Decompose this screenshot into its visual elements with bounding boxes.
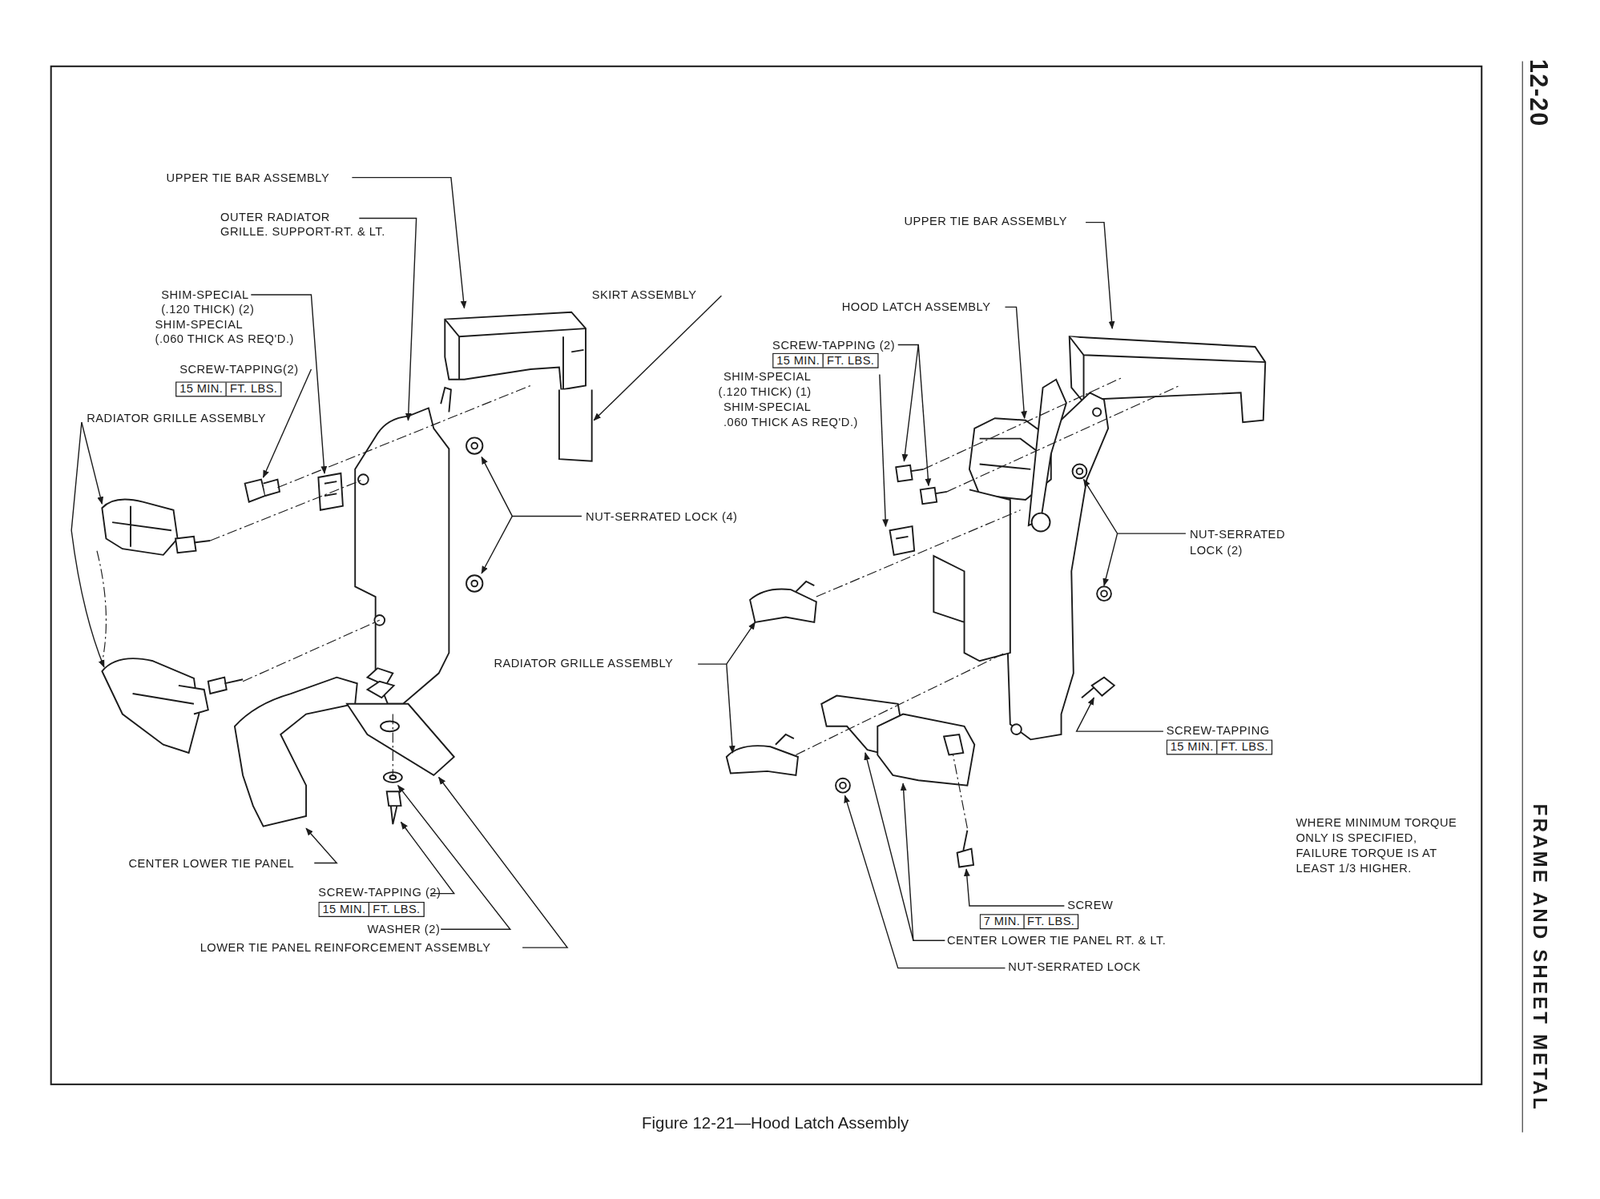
part-label: SHIM-SPECIAL bbox=[161, 288, 249, 303]
part-label: NUT-SERRATED bbox=[1189, 528, 1286, 543]
torque-value: 7 MIN. bbox=[980, 914, 1024, 929]
torque-value: FT. LBS. bbox=[368, 902, 424, 917]
part-label: CENTER LOWER TIE PANEL bbox=[128, 857, 295, 871]
torque-box: 15 MIN.FT. LBS. bbox=[318, 902, 424, 918]
part-label: LOCK (2) bbox=[1189, 544, 1243, 558]
part-label: WHERE MINIMUM TORQUE bbox=[1295, 816, 1457, 831]
torque-box: 7 MIN.FT. LBS. bbox=[979, 914, 1080, 930]
torque-value: 15 MIN. bbox=[1167, 741, 1218, 755]
torque-value: FT. LBS. bbox=[1217, 741, 1272, 755]
side-heading: 12-20 bbox=[1524, 59, 1554, 128]
part-label: NUT-SERRATED LOCK bbox=[1007, 961, 1141, 976]
part-label: GRILLE. SUPPORT-RT. & LT. bbox=[220, 225, 386, 239]
part-label: SCREW-TAPPING(2) bbox=[179, 362, 299, 377]
part-label: SHIM-SPECIAL bbox=[723, 370, 811, 384]
part-label: NUT-SERRATED LOCK (4) bbox=[585, 510, 738, 524]
part-label: .060 THICK AS REQ'D.) bbox=[723, 416, 859, 431]
part-label: LOWER TIE PANEL REINFORCEMENT ASSEMBLY bbox=[200, 942, 492, 956]
torque-value: FT. LBS. bbox=[225, 382, 281, 397]
part-label: SHIM-SPECIAL bbox=[155, 318, 243, 332]
part-label: SCREW bbox=[1067, 898, 1113, 913]
part-label: WASHER (2) bbox=[366, 923, 440, 938]
left-parts bbox=[101, 312, 592, 827]
part-label: (.060 THICK AS REQ'D.) bbox=[155, 332, 295, 347]
torque-box: 15 MIN.FT. LBS. bbox=[1166, 739, 1273, 755]
part-label: SKIRT ASSEMBLY bbox=[592, 288, 698, 303]
part-label: LEAST 1/3 HIGHER. bbox=[1295, 862, 1411, 876]
torque-box: 15 MIN.FT. LBS. bbox=[772, 353, 879, 369]
part-label: SCREW-TAPPING bbox=[1166, 724, 1270, 738]
part-label: UPPER TIE BAR ASSEMBLY bbox=[903, 215, 1068, 230]
torque-value: 15 MIN. bbox=[176, 382, 226, 397]
part-label: RADIATOR GRILLE ASSEMBLY bbox=[86, 412, 266, 427]
left-centerlines bbox=[96, 385, 531, 776]
part-label: HOOD LATCH ASSEMBLY bbox=[842, 301, 992, 315]
part-label: (.120 THICK) (2) bbox=[161, 302, 254, 317]
part-label: SHIM-SPECIAL bbox=[723, 401, 811, 416]
left-leaders bbox=[71, 177, 722, 949]
part-label: OUTER RADIATOR bbox=[220, 211, 331, 226]
part-label: UPPER TIE BAR ASSEMBLY bbox=[166, 171, 331, 186]
part-label: SCREW-TAPPING (2) bbox=[772, 338, 895, 353]
side-heading: FRAME AND SHEET METAL bbox=[1528, 804, 1552, 1113]
right-leaders bbox=[697, 222, 1186, 969]
torque-box: 15 MIN.FT. LBS. bbox=[175, 381, 282, 397]
torque-value: FT. LBS. bbox=[1023, 914, 1078, 929]
part-label: FAILURE TORQUE IS AT bbox=[1295, 846, 1437, 861]
page-frame bbox=[51, 60, 1524, 1133]
part-label: ONLY IS SPECIFIED, bbox=[1295, 831, 1417, 846]
torque-value: 15 MIN. bbox=[319, 902, 370, 917]
torque-value: FT. LBS. bbox=[822, 354, 878, 368]
right-centerlines bbox=[795, 377, 1180, 829]
part-label: RADIATOR GRILLE ASSEMBLY bbox=[493, 656, 674, 671]
torque-value: 15 MIN. bbox=[773, 354, 823, 368]
part-label: CENTER LOWER TIE PANEL RT. & LT. bbox=[947, 935, 1167, 949]
part-label: (.120 THICK) (1) bbox=[718, 385, 812, 399]
figure-caption: Figure 12-21—Hood Latch Assembly bbox=[641, 1114, 909, 1133]
part-label: SCREW-TAPPING (2) bbox=[318, 886, 441, 901]
